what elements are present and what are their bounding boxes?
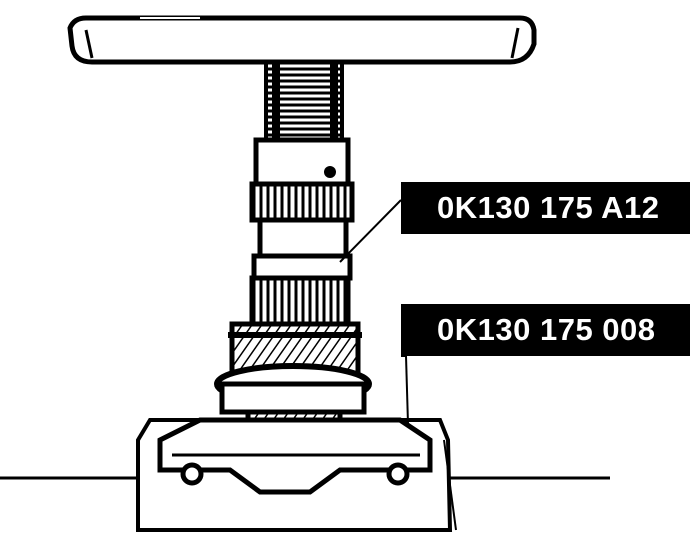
leader-line-1 [339,199,402,263]
tool-sleeve [249,137,355,281]
threaded-spindle [264,60,344,142]
callout-label-upper-tool: 0K130 175 A12 [401,182,690,234]
bench-edge [443,439,457,531]
press-plate [67,15,537,65]
bolt-left-icon [180,462,204,486]
bolt-right-icon [386,462,410,486]
callout-label-base-tool: 0K130 175 008 [401,304,690,356]
base-fixture [136,417,453,532]
leader-line-2 [405,355,409,425]
